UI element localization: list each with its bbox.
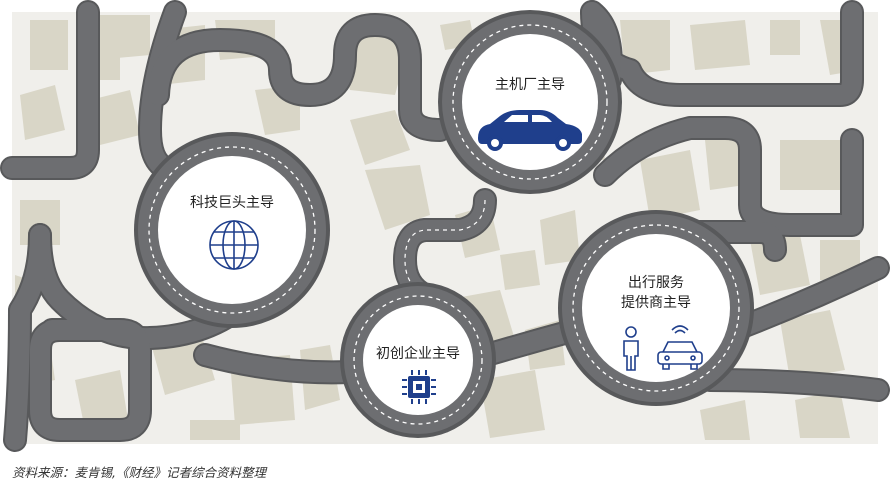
chip-icon [402,370,436,404]
source-caption: 资料来源：麦肯锡,《财经》记者综合资料整理 [12,465,266,480]
hub-oem-label: 主机厂主导 [495,77,565,93]
hub-startup-label: 初创企业主导 [376,346,460,362]
connected-car-icon [657,325,703,370]
hub-oem [438,10,622,194]
hub-mobility [558,210,754,406]
hub-startup [340,282,496,438]
globe-icon [209,220,259,270]
hub-tech-label: 科技巨头主导 [190,195,274,211]
hub-tech [134,132,330,328]
car-icon [478,110,582,151]
person-icon [623,326,639,371]
hub-mobility-label-line2: 提供商主导 [621,295,691,311]
hub-mobility-label-line1: 出行服务 [628,275,684,291]
road-dashes [404,199,486,296]
